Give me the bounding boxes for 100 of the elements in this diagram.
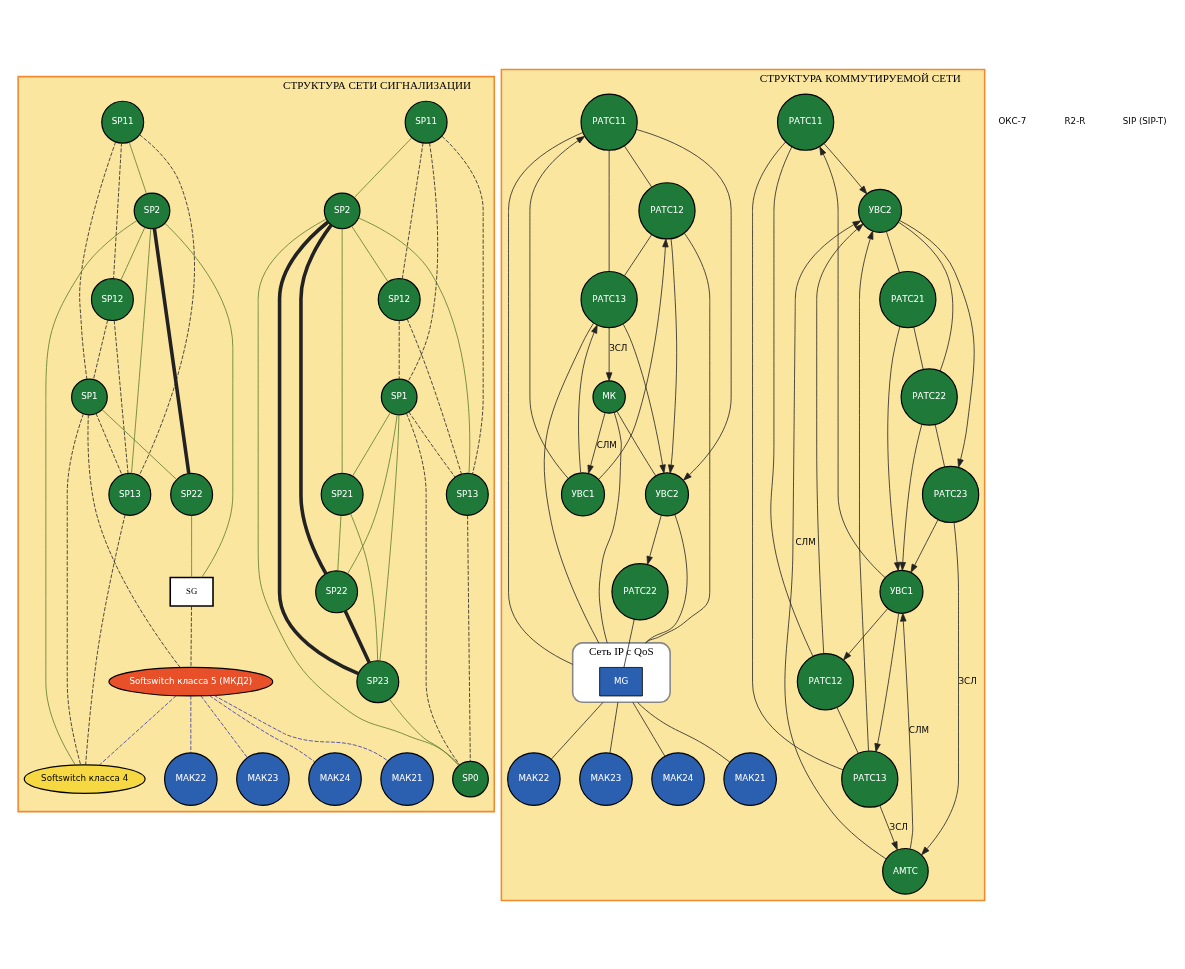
arrow [910, 518, 939, 573]
arrow [859, 230, 874, 751]
connector [128, 141, 147, 194]
connector [609, 701, 619, 753]
arrow [921, 521, 959, 855]
node-circle: РАТС22 [611, 562, 669, 620]
arrow [598, 238, 669, 480]
node-circle: SP1 [380, 378, 418, 415]
connector [120, 226, 146, 281]
node-circle: РАТС13 [580, 270, 638, 328]
arrow [819, 145, 886, 578]
connector [632, 701, 666, 757]
edge-label: СЛМ [795, 536, 816, 547]
node-circle: РАТС22 [900, 367, 958, 426]
node-circle: SP11 [101, 100, 145, 144]
node-circle: МАК24 [308, 751, 362, 806]
connector [616, 410, 657, 476]
node-circle: SP1 [71, 378, 108, 415]
node-circle: МАК21 [380, 751, 434, 806]
connector [98, 694, 177, 765]
node-circle: МК [592, 379, 626, 414]
node-circle: УВС1 [560, 471, 606, 516]
arrow [646, 514, 662, 565]
connector [645, 232, 711, 643]
node-circle: SP22 [315, 569, 359, 613]
connector [836, 706, 859, 754]
connector [408, 411, 456, 478]
node-circle: SP21 [320, 472, 364, 516]
connector [347, 413, 398, 574]
connector [93, 319, 109, 380]
node-circle: МАК22 [507, 751, 561, 806]
arrow [900, 612, 914, 849]
connector [885, 230, 900, 273]
node-circle: SP22 [170, 472, 214, 516]
connector [406, 412, 461, 765]
connector [213, 694, 389, 761]
arrow [636, 128, 732, 481]
connector [624, 233, 653, 276]
arrow [899, 219, 975, 468]
connector [200, 695, 248, 758]
node-circle: РАТС11 [580, 93, 638, 151]
connector [209, 694, 316, 762]
connector [190, 695, 192, 753]
connector [770, 146, 814, 657]
connector [543, 322, 600, 643]
arrow [874, 612, 900, 752]
connector [645, 513, 688, 643]
node-circle: МАК23 [236, 751, 290, 806]
connector [101, 408, 178, 480]
connector [343, 609, 371, 663]
connector [87, 413, 181, 668]
connector [389, 698, 460, 766]
legend-label: R2-R [1064, 115, 1086, 126]
node-ellipse: Softswitch класса 5 (МКД2) [108, 666, 274, 697]
node-circle: УВС1 [879, 569, 924, 614]
arrow [587, 411, 606, 474]
connector [350, 512, 379, 661]
connector [637, 701, 731, 762]
edge-label: ЗСЛ [889, 821, 908, 832]
connector [277, 219, 360, 675]
arrow [605, 326, 613, 381]
node-circle: МАК21 [723, 751, 777, 806]
connector [379, 413, 400, 661]
connector [257, 218, 460, 765]
node-circle: РАТС12 [638, 181, 696, 240]
connector [337, 514, 342, 571]
connector [353, 136, 413, 198]
connector [190, 605, 192, 668]
node-circle: SP12 [90, 277, 134, 321]
node-circle: SP0 [452, 760, 489, 798]
node-circle: SP13 [445, 472, 489, 516]
legend-label: ОКС-7 [998, 115, 1027, 126]
edge-label: ЗСЛ [958, 675, 977, 686]
connector [623, 618, 635, 668]
connector [164, 222, 234, 578]
connector [467, 514, 471, 762]
edge-label: ЗСЛ [609, 341, 628, 352]
arrow [843, 607, 889, 660]
node-circle: РАТС11 [776, 93, 835, 151]
connector [299, 223, 333, 575]
connector [191, 514, 193, 578]
connector [898, 221, 954, 371]
connector [351, 225, 389, 282]
node-circle: УВС2 [858, 188, 903, 233]
connector [131, 227, 152, 474]
connector [66, 412, 84, 765]
connector [406, 318, 462, 475]
edge-label: СЛМ [908, 724, 929, 735]
arrow [529, 135, 586, 479]
arrow [622, 323, 666, 473]
node-box: MG [599, 666, 643, 696]
connector [623, 144, 653, 187]
node-circle: SP11 [404, 100, 448, 144]
node-circle: РАТС13 [841, 749, 899, 808]
connector [401, 142, 424, 279]
arrow [887, 325, 901, 571]
arrow [784, 219, 887, 859]
arrow [668, 237, 678, 473]
connector [752, 141, 844, 770]
connector [85, 514, 126, 765]
